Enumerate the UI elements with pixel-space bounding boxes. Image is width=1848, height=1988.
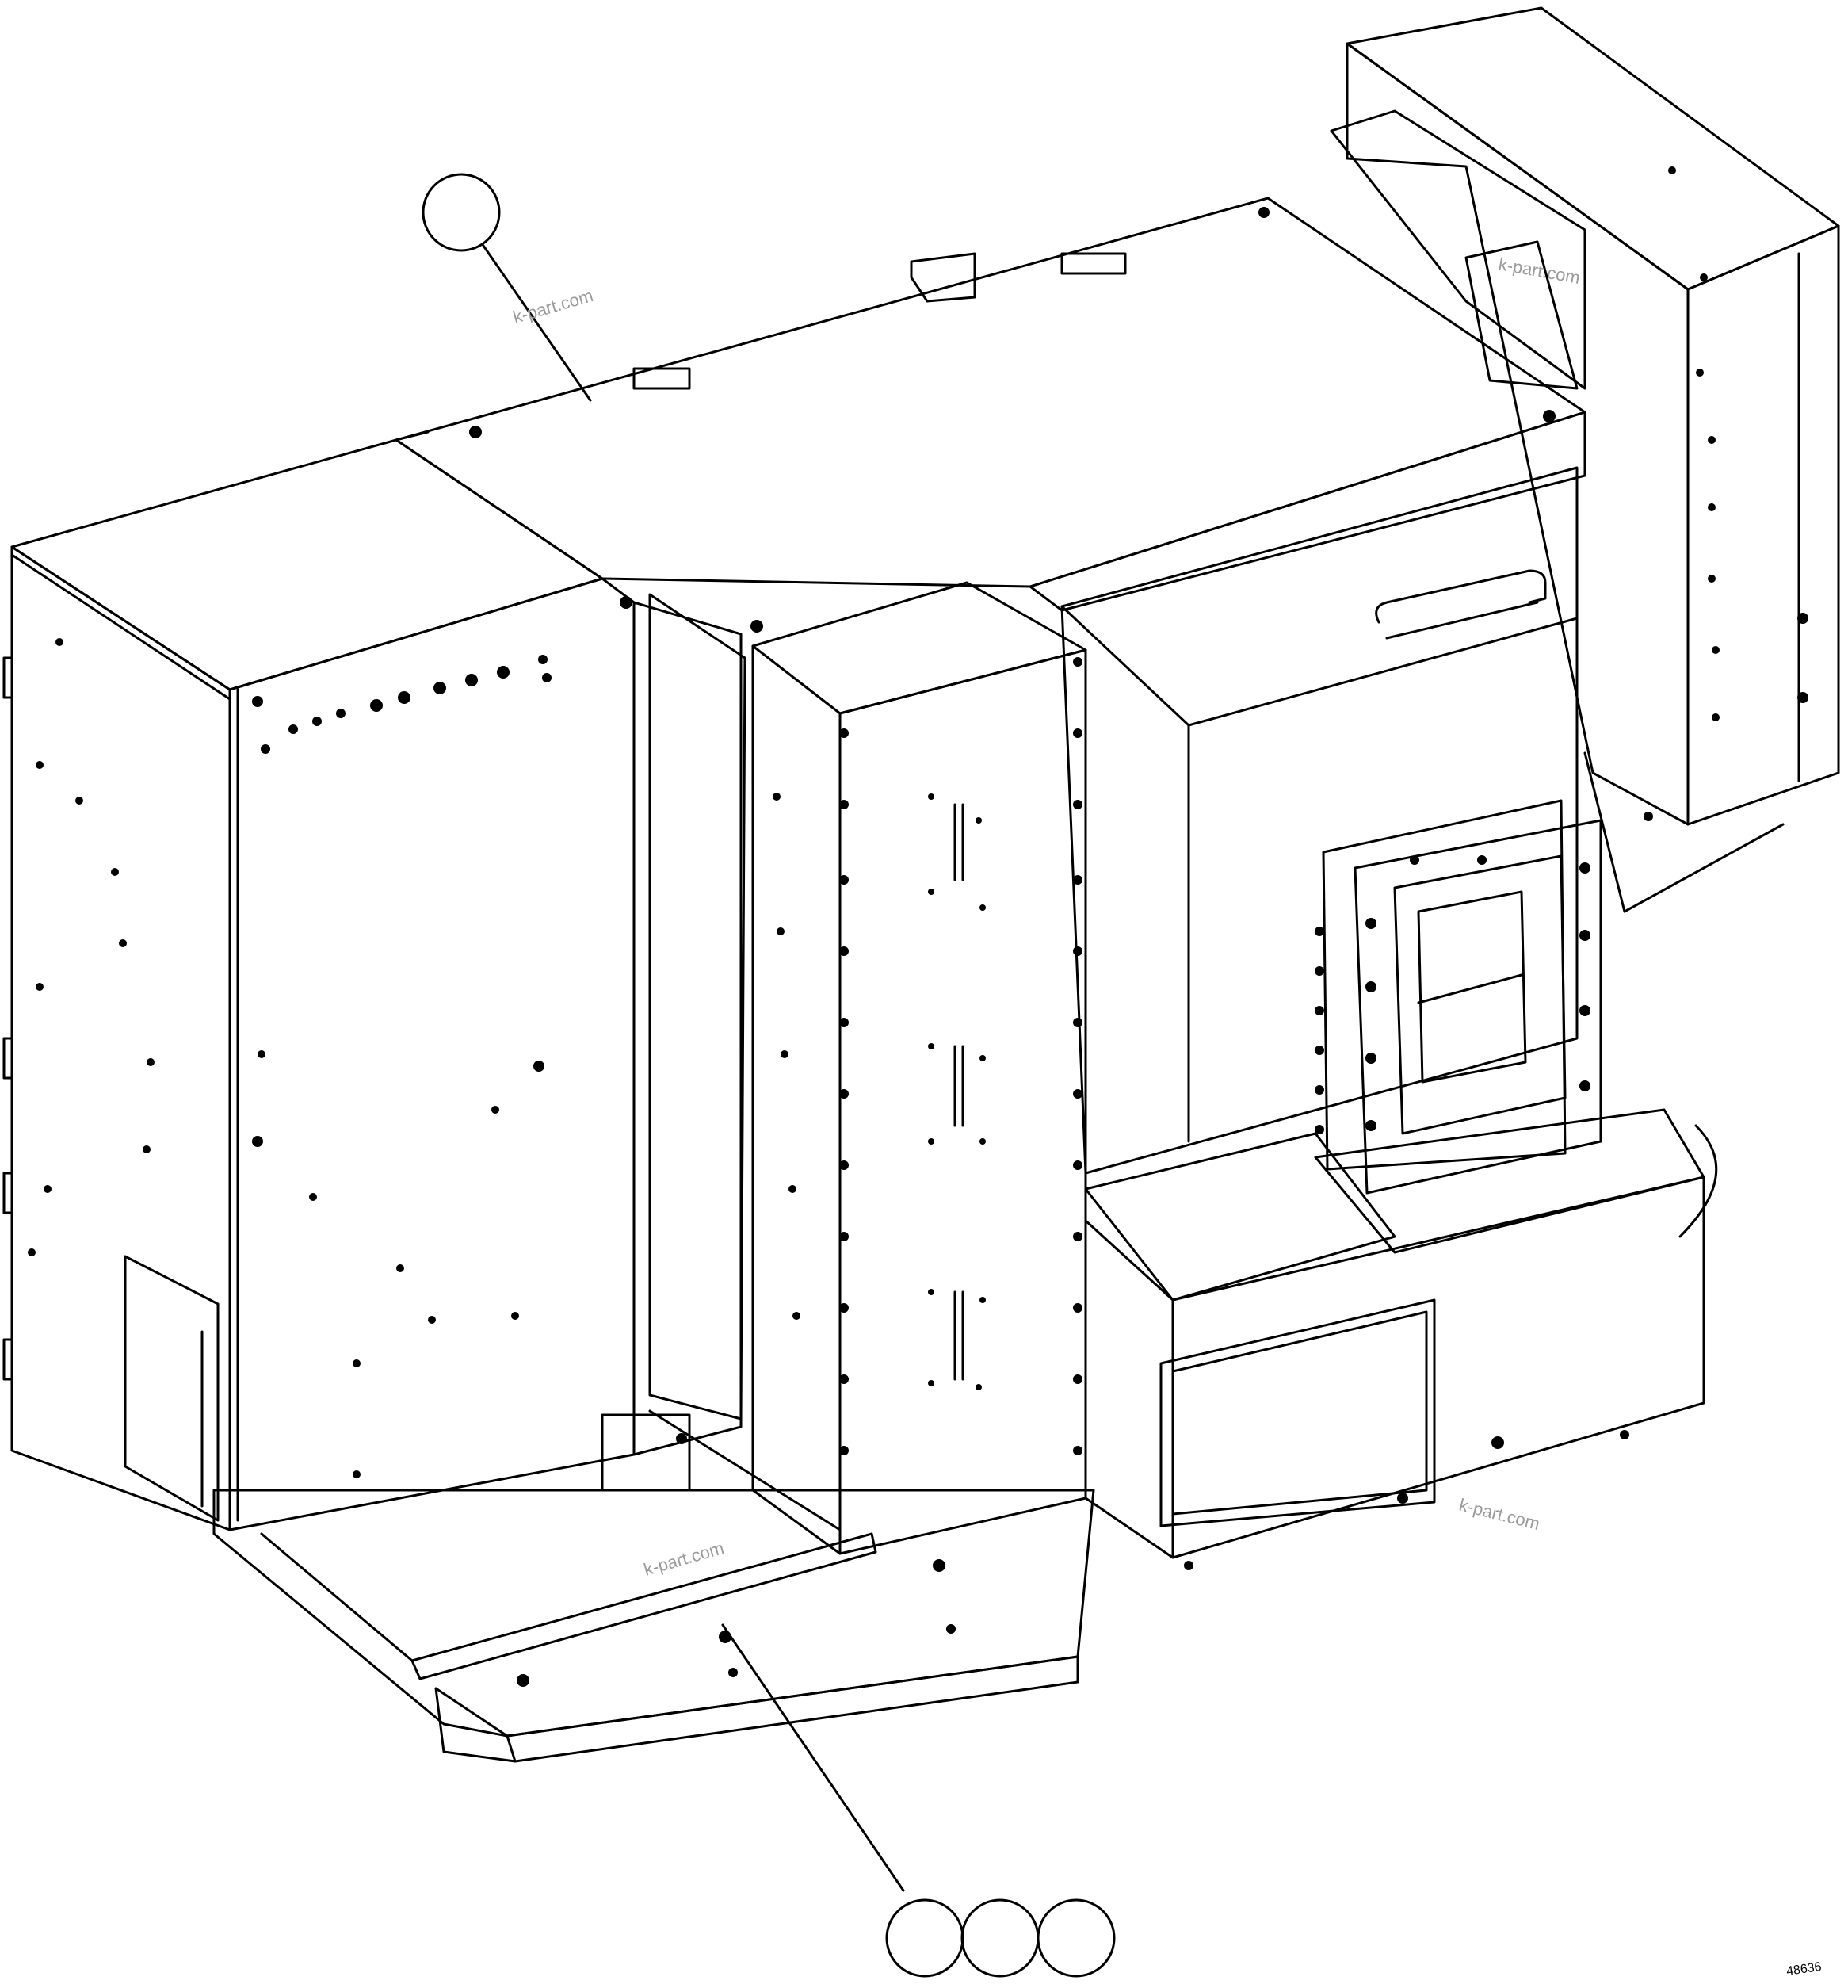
duct-flange bbox=[1322, 799, 1602, 1195]
figure-number: 48636 bbox=[1785, 1960, 1823, 1978]
panel-edge-bolts bbox=[28, 638, 1082, 1478]
watermark-1: k-part.com bbox=[510, 285, 595, 327]
fastener-dots bbox=[252, 166, 1808, 1687]
leader-lines bbox=[482, 244, 905, 1892]
base-frame bbox=[212, 1413, 1095, 1763]
watermarks: k-part.com k-part.com k-part.com k-part.… bbox=[510, 254, 1581, 1580]
watermark-2: k-part.com bbox=[1497, 254, 1582, 288]
open-channel bbox=[632, 593, 842, 1531]
left-cabinet bbox=[2, 438, 636, 1531]
watermark-3: k-part.com bbox=[641, 1538, 726, 1580]
elevated-box bbox=[1330, 6, 1840, 913]
top-housing bbox=[395, 197, 1586, 612]
center-panel bbox=[751, 581, 1087, 1555]
callout-top bbox=[422, 173, 501, 252]
callout-bottom-2 bbox=[960, 1898, 1040, 1978]
handle-box bbox=[1060, 466, 1579, 1175]
watermark-4: k-part.com bbox=[1457, 1495, 1542, 1534]
callout-bottom-3 bbox=[1037, 1898, 1116, 1978]
callouts bbox=[422, 173, 1116, 1978]
callout-bottom-1 bbox=[885, 1898, 964, 1978]
lower-right-boxes bbox=[1084, 1108, 1718, 1559]
